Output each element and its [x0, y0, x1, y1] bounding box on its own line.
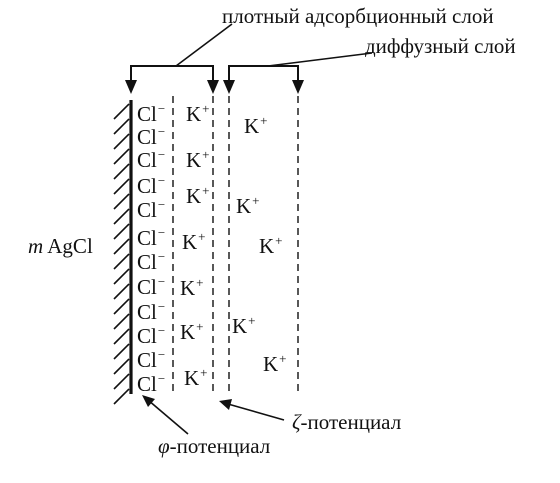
surface-hatch — [113, 328, 130, 345]
chloride-ion: Cl− — [137, 347, 166, 372]
diffuse-layer-leader — [267, 52, 373, 67]
potassium-ion: K+ — [184, 365, 208, 390]
diffuse-layer-bracket — [228, 65, 299, 88]
chloride-ion: Cl− — [137, 299, 166, 324]
phi-potential-label: φ-потенциал — [158, 436, 270, 457]
chloride-ion: Cl− — [137, 274, 166, 299]
surface-hatch — [113, 313, 130, 330]
surface-hatch — [113, 148, 130, 165]
chloride-ion: Cl− — [137, 371, 166, 396]
surface-hatch — [113, 283, 130, 300]
solid-phase-formula: AgCl — [47, 234, 93, 258]
phi-arrowhead — [142, 395, 155, 407]
surface-hatch — [113, 133, 130, 150]
solid-phase-label: m AgCl — [28, 236, 93, 257]
chloride-ion: Cl− — [137, 173, 166, 198]
potassium-ion: K+ — [186, 147, 210, 172]
surface-hatch — [113, 238, 130, 255]
surface-hatch — [113, 268, 130, 285]
dense-arrowhead-left — [125, 80, 137, 94]
potassium-ion: K+ — [236, 193, 260, 218]
dense-layer-bracket — [130, 65, 214, 88]
potassium-ion: K+ — [180, 275, 204, 300]
chloride-ion: Cl− — [137, 249, 166, 274]
potassium-ion: K+ — [186, 101, 210, 126]
solid-phase-symbol: m — [28, 234, 44, 258]
phi-text: -потенциал — [169, 434, 271, 458]
chloride-ion: Cl− — [137, 147, 166, 172]
zeta-arrow-shaft — [227, 403, 285, 421]
diffuse-arrowhead-right — [292, 80, 304, 94]
surface-hatch — [113, 118, 130, 135]
potassium-ion: K+ — [259, 233, 283, 258]
surface-hatch — [113, 163, 130, 180]
diffuse-arrowhead-left — [223, 80, 235, 94]
chloride-ion: Cl− — [137, 124, 166, 149]
potassium-ion: K+ — [182, 229, 206, 254]
chloride-ion: Cl− — [137, 225, 166, 250]
phi-symbol: φ — [158, 434, 170, 458]
potassium-ion: K+ — [244, 113, 268, 138]
dense-arrowhead-right — [207, 80, 219, 94]
surface-hatch — [113, 223, 130, 240]
diffuse-layer-label: диффузный слой — [365, 34, 516, 58]
potassium-ion: K+ — [232, 313, 256, 338]
potassium-ion: K+ — [180, 319, 204, 344]
chloride-ion: Cl− — [137, 323, 166, 348]
zeta-symbol: ζ — [292, 410, 301, 434]
zeta-potential-label: ζ-потенциал — [292, 412, 401, 433]
chloride-ion: Cl− — [137, 101, 166, 126]
zeta-text: -потенциал — [300, 410, 402, 434]
potassium-ion: K+ — [186, 183, 210, 208]
surface-hatch — [113, 358, 130, 375]
zeta-arrowhead — [219, 399, 232, 410]
dense-layer-leader — [175, 23, 233, 67]
surface-hatch — [113, 343, 130, 360]
surface-hatch — [113, 373, 130, 390]
phi-arrow-shaft — [147, 399, 189, 435]
surface-hatch — [113, 178, 130, 195]
surface-hatch — [113, 388, 130, 405]
potassium-ion: K+ — [263, 351, 287, 376]
surface-hatch — [113, 193, 130, 210]
chloride-ion: Cl− — [137, 197, 166, 222]
dense-layer-label: плотный адсорбционный слой — [222, 4, 494, 28]
surface-hatch — [113, 208, 130, 225]
surface-hatch — [113, 298, 130, 315]
surface-hatch — [113, 253, 130, 270]
surface-hatch — [113, 103, 130, 120]
